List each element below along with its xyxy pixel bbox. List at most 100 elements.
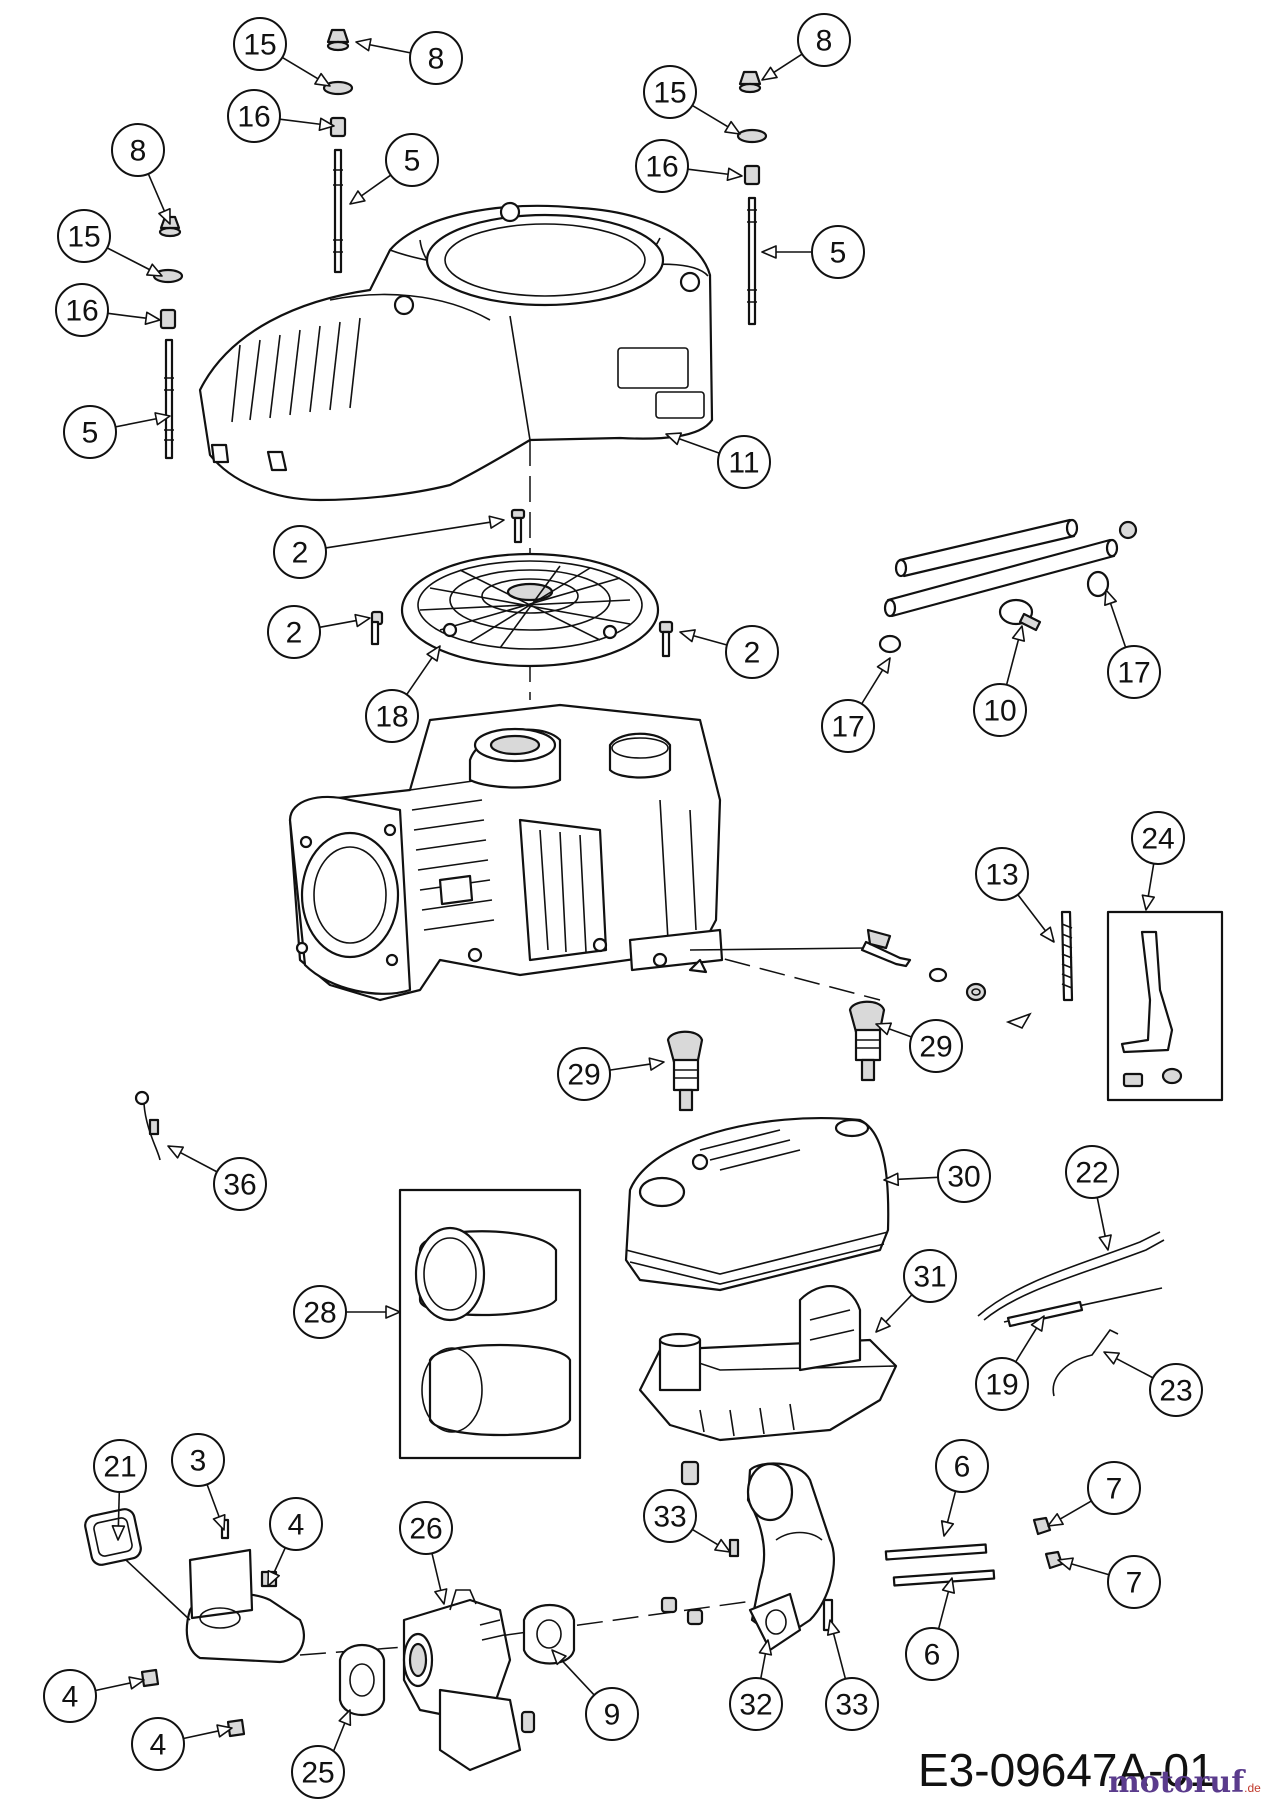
leader-arrowhead: [314, 72, 331, 87]
callout-number: 8: [816, 25, 833, 58]
leader-arrowhead: [1098, 1234, 1112, 1251]
leader-arrowhead: [679, 629, 696, 643]
callout-5: 5: [63, 405, 171, 459]
stud-stack-right: [736, 70, 768, 326]
callout-number: 21: [103, 1451, 136, 1484]
callout-number: 15: [243, 29, 276, 62]
leader-line: [691, 104, 729, 128]
callout-circle: [1107, 645, 1161, 699]
leader-arrowhead: [1141, 894, 1156, 911]
callout-3: 3: [171, 1433, 226, 1531]
elbow-and-bushings: [660, 1460, 835, 1652]
callout-circle: [717, 435, 771, 489]
callout-29: 29: [875, 1019, 963, 1073]
callout-number: 15: [67, 221, 100, 254]
callout-11: 11: [665, 432, 771, 489]
screws-2: [370, 508, 674, 658]
callout-28: 28: [293, 1285, 401, 1339]
callout-number: 30: [947, 1161, 980, 1194]
callout-number: 29: [919, 1031, 952, 1064]
callout-8: 8: [761, 13, 851, 81]
callout-number: 7: [1126, 1567, 1143, 1600]
leader-arrowhead: [875, 1316, 891, 1333]
air-filter-base: [638, 1285, 898, 1442]
callout-circle: [973, 683, 1027, 737]
leader-line: [693, 634, 728, 646]
callout-2: 2: [267, 605, 371, 659]
leader-line: [946, 1490, 957, 1523]
leader-line: [369, 43, 411, 54]
callout-16: 16: [635, 139, 743, 193]
callout-7: 7: [1047, 1461, 1141, 1527]
leader-arrowhead: [488, 515, 505, 529]
leader-line: [279, 118, 321, 126]
leader-arrowhead: [724, 120, 741, 135]
leader-line: [1005, 639, 1020, 686]
callout-number: 33: [835, 1689, 868, 1722]
callout-number: 7: [1106, 1473, 1123, 1506]
callout-number: 26: [409, 1513, 442, 1546]
spark-plugs: [666, 1000, 886, 1112]
callout-2: 2: [273, 515, 505, 579]
leader-arrowhead: [1104, 589, 1118, 606]
leader-line: [1059, 1500, 1092, 1520]
rotating-screen: [400, 552, 660, 668]
callout-circle: [267, 605, 321, 659]
callout-number: 16: [237, 101, 270, 134]
leader-arrowhead: [875, 1022, 893, 1036]
leader-arrowhead: [758, 1639, 773, 1656]
callout-circle: [269, 1497, 323, 1551]
callout-circle: [55, 283, 109, 337]
callout-2: 2: [679, 625, 779, 679]
stud-stack-left: [152, 215, 184, 460]
air-filter-box: [398, 1188, 582, 1460]
callout-circle: [63, 405, 117, 459]
callout-8: 8: [111, 123, 171, 225]
leader-line: [360, 174, 392, 197]
callout-number: 16: [65, 295, 98, 328]
leader-arrowhead: [1011, 625, 1026, 642]
leader-line: [897, 1176, 939, 1181]
leader-arrowhead: [941, 1577, 956, 1594]
callout-number: 36: [223, 1169, 256, 1202]
callout-number: 11: [728, 447, 759, 480]
leader-line: [885, 1294, 913, 1323]
leader-arrowhead: [434, 1588, 448, 1605]
callout-circle: [365, 689, 419, 743]
leader-arrowhead: [128, 1676, 145, 1690]
leader-arrowhead: [354, 613, 371, 628]
breather-hoses: [878, 518, 1138, 654]
callout-circle: [1087, 1461, 1141, 1515]
callout-circle: [233, 17, 287, 71]
callout-number: 29: [567, 1059, 600, 1092]
callout-number: 4: [62, 1681, 79, 1714]
callout-33: 33: [825, 1619, 879, 1731]
callout-circle: [273, 525, 327, 579]
leader-arrowhead: [426, 645, 441, 662]
leader-arrowhead: [158, 207, 171, 225]
callout-circle: [975, 1357, 1029, 1411]
leader-line: [206, 1484, 220, 1518]
callout-number: 5: [404, 145, 421, 178]
callout-25: 25: [291, 1709, 352, 1799]
leader-arrowhead: [714, 1538, 731, 1553]
leader-line: [107, 312, 147, 320]
leader-line: [1096, 1197, 1106, 1237]
stud-stack-middle: [322, 28, 354, 274]
callout-21: 21: [93, 1439, 147, 1541]
leader-arrowhead: [355, 38, 372, 52]
watermark-suffix: .de: [1244, 1781, 1261, 1795]
callout-7: 7: [1057, 1555, 1161, 1609]
callout-circle: [811, 225, 865, 279]
callout-24: 24: [1131, 811, 1185, 911]
leader-line: [609, 1063, 651, 1071]
callout-9: 9: [551, 1649, 639, 1741]
callout-number: 5: [830, 237, 847, 270]
callout-number: 8: [428, 43, 445, 76]
callout-29: 29: [557, 1047, 665, 1101]
leader-line: [147, 173, 166, 212]
callout-number: 28: [303, 1297, 336, 1330]
callout-number: 10: [983, 695, 1016, 728]
callout-17: 17: [1104, 589, 1161, 699]
